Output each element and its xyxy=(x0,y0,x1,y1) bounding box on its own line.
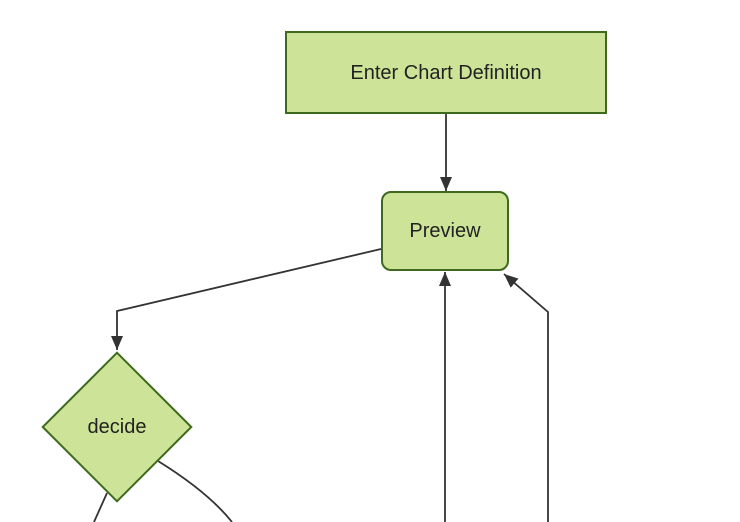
node-decide: decide xyxy=(41,350,193,503)
node-preview: Preview xyxy=(381,191,509,271)
node-enter-chart-definition-label: Enter Chart Definition xyxy=(350,61,542,84)
edge-preview-to-decide xyxy=(111,248,382,350)
node-preview-label: Preview xyxy=(409,220,481,242)
node-enter-chart-definition: Enter Chart Definition xyxy=(285,31,607,114)
node-decide-label: decide xyxy=(87,415,147,438)
edge-decide-down-right xyxy=(157,460,233,522)
edge-decide-down-left xyxy=(93,492,108,522)
edge-bottom-right-to-preview xyxy=(503,273,549,522)
